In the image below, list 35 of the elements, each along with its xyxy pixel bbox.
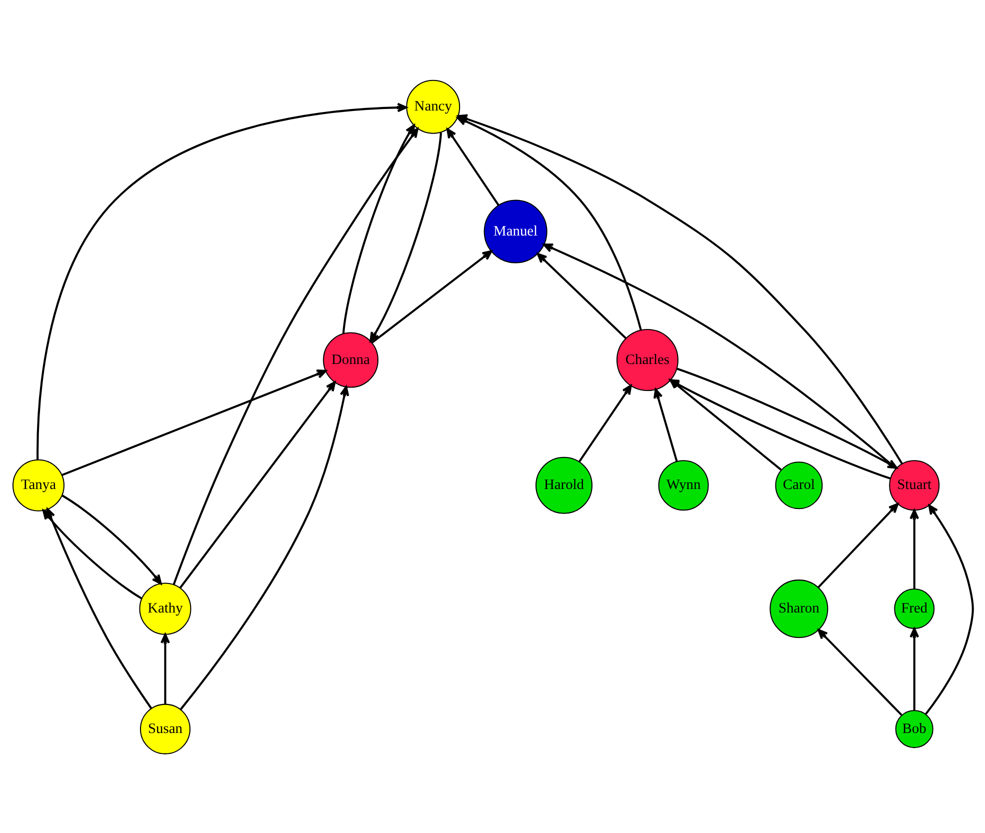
node-circle: Susan xyxy=(139,703,190,754)
node-circle: Tanya xyxy=(12,458,64,511)
node-circle: Wynn xyxy=(658,460,708,510)
node-circle: Sharon xyxy=(769,579,828,638)
arrow xyxy=(536,252,626,339)
arrow xyxy=(924,504,974,714)
arrow xyxy=(676,367,897,468)
node-circle: Carol xyxy=(774,461,822,509)
node-circle: Donna xyxy=(322,332,378,388)
arrow xyxy=(370,250,492,344)
arrow xyxy=(61,494,162,584)
arrow xyxy=(817,628,902,716)
arrow xyxy=(653,388,678,462)
node-circle: Stuart xyxy=(888,460,940,510)
arrow xyxy=(178,380,336,588)
arrow xyxy=(909,508,919,589)
node-circle: Kathy xyxy=(138,582,191,634)
arrow xyxy=(36,102,407,460)
arrow xyxy=(446,128,500,206)
arrow xyxy=(816,502,898,588)
node-circle: Fred xyxy=(894,588,934,629)
arrow xyxy=(456,116,642,330)
arrow xyxy=(909,627,919,710)
arrow xyxy=(46,508,152,708)
node-circle: Charles xyxy=(616,328,678,391)
arrow xyxy=(160,633,170,704)
arrow xyxy=(578,384,632,462)
arrow xyxy=(172,127,418,584)
arrow xyxy=(61,369,326,476)
arrow xyxy=(179,385,349,710)
arrow xyxy=(542,242,896,469)
node-circle: Nancy xyxy=(406,79,460,134)
node-circle: Bob xyxy=(894,710,933,748)
node-circle: Harold xyxy=(534,456,592,514)
arrow xyxy=(369,132,442,342)
